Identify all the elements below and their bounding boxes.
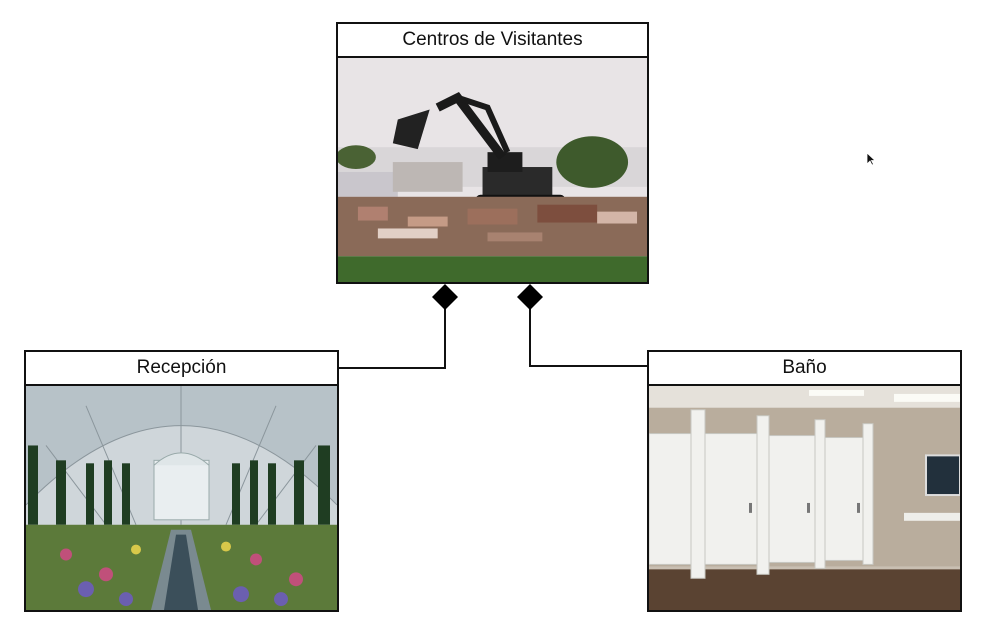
class-box-recepcion[interactable]: Recepción bbox=[24, 350, 339, 612]
class-box-centros-de-visitantes[interactable]: Centros de Visitantes bbox=[336, 22, 649, 284]
link-recepcion bbox=[339, 296, 446, 369]
link-bano bbox=[529, 296, 647, 367]
class-title: Centros de Visitantes bbox=[338, 24, 647, 58]
class-title: Baño bbox=[649, 352, 960, 386]
composition-diamond-left bbox=[432, 284, 458, 310]
class-title: Recepción bbox=[26, 352, 337, 386]
composition-diamond-right bbox=[517, 284, 543, 310]
mouse-pointer-icon bbox=[866, 152, 876, 166]
class-box-bano[interactable]: Baño bbox=[647, 350, 962, 612]
greenhouse-photo bbox=[26, 386, 337, 610]
restroom-photo bbox=[649, 386, 960, 610]
demolition-photo bbox=[338, 58, 647, 282]
